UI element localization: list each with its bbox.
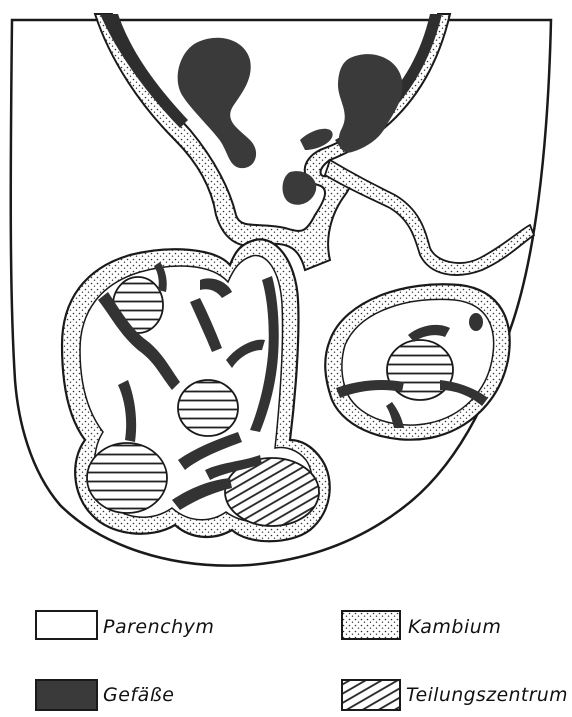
legend-item-parenchyma: Parenchym bbox=[36, 611, 214, 639]
legend-swatch-vessels bbox=[36, 680, 97, 710]
vessel-dot-right bbox=[469, 313, 483, 331]
legend-label-division-centre: Teilungszentrum bbox=[406, 684, 568, 706]
legend-label-cambium: Kambium bbox=[408, 616, 501, 638]
legend-label-vessels: Gefäße bbox=[103, 684, 174, 706]
legend-swatch-parenchyma bbox=[36, 611, 97, 639]
legend-item-division-centre: Teilungszentrum bbox=[342, 680, 568, 710]
legend: Parenchym Kambium Gefäße Teilungszentrum bbox=[36, 611, 568, 710]
legend-swatch-cambium bbox=[342, 611, 400, 639]
legend-swatch-division-centre bbox=[342, 680, 400, 710]
legend-item-vessels: Gefäße bbox=[36, 680, 174, 710]
division-centre-3 bbox=[87, 443, 167, 513]
division-centre-2 bbox=[178, 380, 238, 436]
legend-label-parenchyma: Parenchym bbox=[103, 616, 214, 638]
legend-item-cambium: Kambium bbox=[342, 611, 501, 639]
